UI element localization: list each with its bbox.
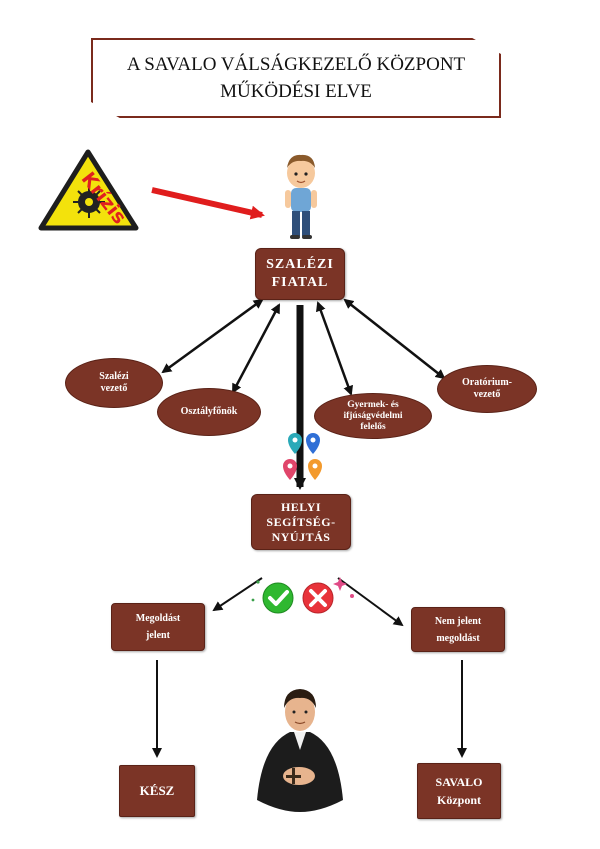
node-megoldast-jelent: Megoldást jelent (111, 603, 205, 651)
helper-4-line-1: Oratórium- (462, 377, 512, 388)
solution-line-1: Megoldást (135, 613, 181, 624)
check-icon (262, 582, 294, 614)
virus-warning-icon (38, 149, 139, 231)
cross-icon (302, 582, 334, 614)
oval-gyermekvedelmi-felelos: Gyermek- és ifjúságvédelmi felelős (314, 393, 432, 439)
helper-3-line-1: Gyermek- és (347, 399, 399, 410)
crisis-arrow (151, 187, 265, 220)
oval-szalezi-vezeto: Szalézi vezető (65, 358, 163, 408)
central-line-2: FIATAL (271, 275, 329, 290)
helper-2-line-1: Osztályfőnök (180, 406, 238, 417)
helper-4-line-2: vezető (473, 389, 501, 400)
no-solution-line-2: megoldást (436, 632, 480, 644)
sparkle-icon (251, 577, 354, 602)
title-frame (91, 38, 501, 118)
no-solution-line-1: Nem jelent (434, 615, 482, 627)
node-nem-jelent-megoldast: Nem jelent megoldást (411, 607, 505, 652)
node-savalo-kozpont: SAVALO Központ (417, 763, 501, 819)
node-kesz: KÉSZ (119, 765, 195, 817)
helper-1-line-1: Szalézi (99, 371, 129, 382)
oval-oratorium-vezeto: Oratórium- vezető (437, 365, 537, 413)
savalo-line-2: Központ (436, 793, 481, 807)
helper-3-line-3: felelős (360, 421, 386, 432)
helper-1-line-2: vezető (100, 383, 128, 394)
done-label: KÉSZ (139, 783, 175, 798)
arrow-oratorium (343, 298, 446, 380)
helper-3-line-2: ifjúságvédelmi (343, 410, 403, 421)
local-help-line-1: HELYI (280, 499, 322, 514)
local-help-line-3: NYÚJTÁS (271, 529, 331, 544)
title-line-1: A SAVALO VÁLSÁGKEZELŐ KÖZPONT (126, 54, 466, 75)
oval-osztalyfonok: Osztályfőnök (157, 388, 261, 436)
arrow-to-no-solution (337, 577, 404, 627)
local-help-line-2: SEGÍTSÉG- (266, 514, 336, 529)
page-title: A SAVALO VÁLSÁGKEZELŐ KÖZPONT MŰKÖDÉSI E… (91, 38, 501, 118)
solution-line-2: jelent (146, 630, 170, 641)
arrow-osztalyfonok (231, 303, 281, 394)
central-line-1: SZALÉZI (266, 257, 334, 272)
node-helyi-segitsegnyujtas: HELYI SEGÍTSÉG- NYÚJTÁS (251, 494, 351, 550)
title-line-2: MŰKÖDÉSI ELVE (220, 81, 372, 102)
arrow-to-solution (212, 577, 263, 612)
node-szalezi-fiatal: SZALÉZI FIATAL (255, 248, 345, 300)
savalo-line-1: SAVALO (435, 775, 483, 789)
